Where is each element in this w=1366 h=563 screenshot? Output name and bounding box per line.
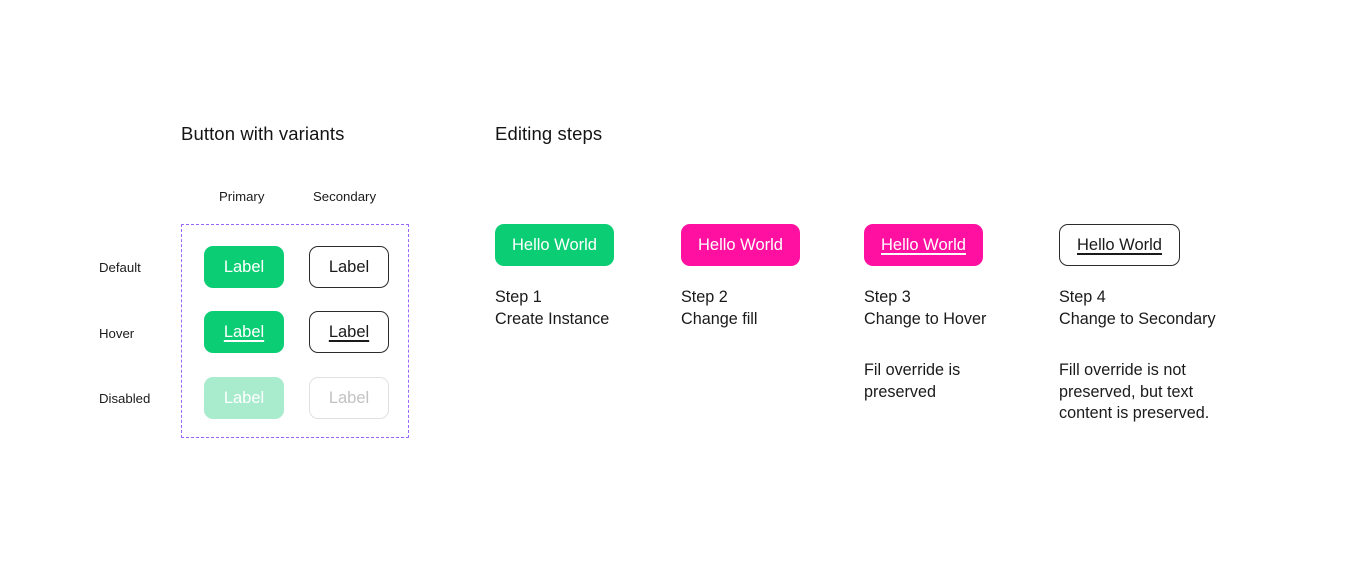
variants-section-title: Button with variants <box>181 123 345 144</box>
button-label: Label <box>223 257 265 276</box>
row-label-default: Default <box>99 260 141 275</box>
step-item-3: Hello World Step 3 Change to Hover Fil o… <box>864 224 986 403</box>
button-secondary-default[interactable]: Label <box>309 246 389 288</box>
row-label-disabled: Disabled <box>99 391 151 406</box>
button-label: Hello World <box>1077 235 1162 254</box>
button-secondary-disabled: Label <box>309 377 389 419</box>
step-3-note: Fil override is preserved <box>864 361 961 401</box>
steps-section-title: Editing steps <box>495 123 603 144</box>
step-2-caption: Step 2 Change fill <box>681 288 758 328</box>
button-label: Label <box>328 257 370 276</box>
row-label-hover: Hover <box>99 326 135 341</box>
component-set-frame <box>181 224 409 438</box>
button-label: Label <box>223 388 265 407</box>
button-primary-disabled: Label <box>204 377 284 419</box>
step-1-caption: Step 1 Create Instance <box>495 288 610 328</box>
step-4-note: Fill override is not preserved, but text… <box>1059 361 1210 422</box>
step-2-button[interactable]: Hello World <box>681 224 800 266</box>
button-label: Label <box>223 322 265 341</box>
button-label: Hello World <box>512 235 597 254</box>
column-header-secondary: Secondary <box>313 189 377 204</box>
step-1-button[interactable]: Hello World <box>495 224 614 266</box>
button-label: Label <box>328 388 370 407</box>
column-header-primary: Primary <box>219 189 265 204</box>
step-item-4: Hello World Step 4 Change to Secondary F… <box>1059 224 1216 425</box>
button-primary-default[interactable]: Label <box>204 246 284 288</box>
step-item-1: Hello World Step 1 Create Instance <box>495 224 614 360</box>
step-3-caption: Step 3 Change to Hover <box>864 288 987 328</box>
button-label: Hello World <box>881 235 966 254</box>
step-3-button[interactable]: Hello World <box>864 224 983 266</box>
step-4-button[interactable]: Hello World <box>1059 224 1180 266</box>
step-4-caption: Step 4 Change to Secondary <box>1059 288 1216 328</box>
button-label: Hello World <box>698 235 783 254</box>
button-primary-hover[interactable]: Label <box>204 311 284 353</box>
button-label: Label <box>328 322 370 341</box>
button-secondary-hover[interactable]: Label <box>309 311 389 353</box>
step-item-2: Hello World Step 2 Change fill <box>681 224 800 360</box>
